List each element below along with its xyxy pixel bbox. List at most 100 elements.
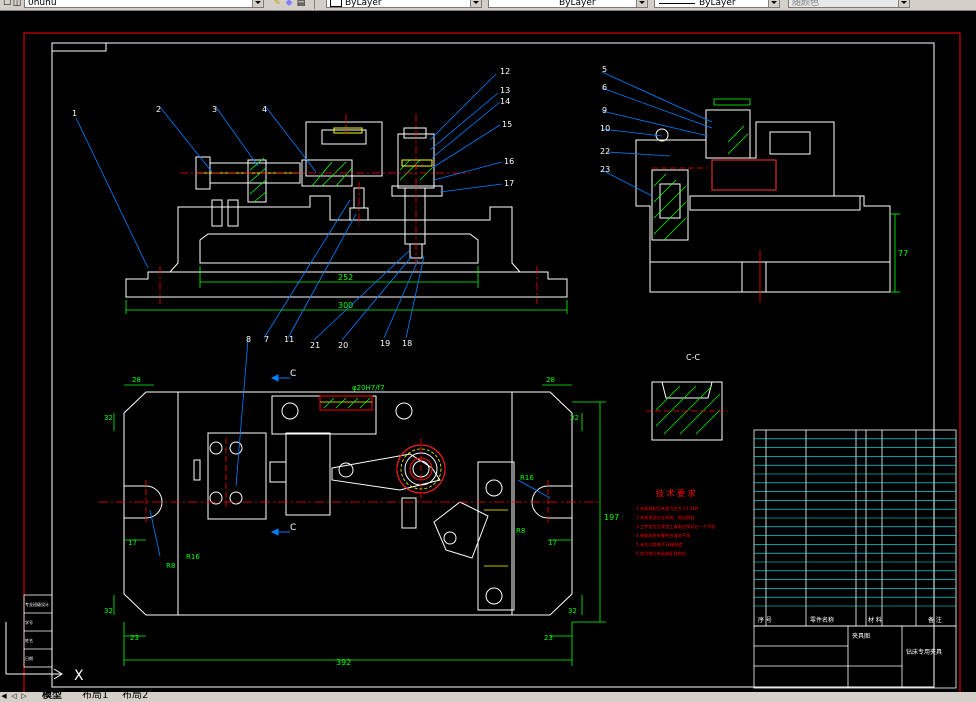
parts-list-rows	[754, 438, 956, 607]
tech-line-6: 6.定位销与夹具体配合良好	[636, 550, 686, 557]
balloon-10: 10	[600, 124, 610, 133]
layer-manager-icon[interactable]: ▤	[296, 0, 306, 8]
plotstyle-dropdown[interactable]: 随颜色	[788, 0, 910, 8]
balloon-21: 21	[310, 341, 320, 350]
tech-line-4: 4.装配前所有零件应清洗干净	[636, 532, 690, 539]
tab-nav-first-icon[interactable]: ◀	[1, 692, 7, 700]
ucs-x-label: X	[74, 668, 84, 684]
balloon-5: 5	[602, 65, 607, 74]
toolbar-separator	[314, 0, 315, 9]
side-red-details	[652, 159, 777, 302]
dim-392: 392	[336, 658, 351, 667]
balloon-6: 6	[602, 83, 607, 92]
plan-hatch	[323, 397, 371, 409]
balloons-side: 5 6 9 10 22 23	[600, 65, 610, 174]
dim-23-left: 23	[130, 634, 139, 642]
title-block-name: 钻床专用夹具	[906, 648, 942, 656]
dim-r16-right: R16	[520, 474, 534, 482]
front-yellow-details	[196, 127, 433, 174]
balloon-1: 1	[72, 109, 77, 118]
side-hatching	[653, 125, 749, 241]
outer-frame	[23, 32, 961, 692]
chevron-down-icon[interactable]	[470, 0, 481, 7]
layer-dropdown[interactable]: 0huhu	[24, 0, 264, 8]
balloon-19: 19	[380, 339, 390, 348]
balloon-22: 22	[600, 147, 610, 156]
front-view	[125, 121, 568, 298]
layer-state-icon[interactable]: ☐	[2, 0, 12, 8]
make-current-icon[interactable]: ◆	[285, 0, 293, 8]
tab-nav-prev-icon[interactable]: ◁	[11, 692, 17, 700]
chevron-down-icon[interactable]	[636, 0, 647, 7]
dim-300: 300	[338, 301, 353, 310]
stamp-row-1: 专业班级设计	[25, 601, 49, 607]
layer-previous-icon[interactable]: ✎	[273, 0, 281, 8]
balloon-18: 18	[402, 339, 412, 348]
balloon-3: 3	[212, 105, 217, 114]
lineweight-sample	[659, 3, 695, 4]
plan-yellow-details	[320, 401, 508, 567]
parts-list-table	[753, 429, 957, 689]
balloon-16: 16	[504, 157, 514, 166]
balloon-23: 23	[600, 165, 610, 174]
balloon-9: 9	[602, 106, 607, 115]
inner-frame	[51, 42, 935, 688]
dim-32-tr: 32	[570, 414, 579, 422]
drawing-canvas[interactable]: 252 300 77 C-C	[0, 10, 976, 692]
dim-23-right: 23	[544, 634, 553, 642]
dim-252: 252	[338, 273, 353, 282]
balloon-13: 13	[500, 86, 510, 95]
leader-lines	[75, 71, 713, 557]
properties-toolbar: ☐ ◫ 0huhu ✎ ◆ ▤ ByLayer ByLayer ByLayer …	[0, 0, 976, 11]
section-cc	[651, 381, 723, 441]
dim-32-bl: 32	[104, 607, 113, 615]
balloon-17: 17	[504, 179, 514, 188]
front-hatching	[249, 157, 433, 203]
balloon-4: 4	[262, 105, 267, 114]
layout-tabbar: ◀ ◁ ▷ 模型 布局1 布局2	[0, 692, 976, 702]
dim-28-left: 28	[132, 376, 141, 384]
linetype-dropdown[interactable]: ByLayer	[488, 0, 648, 8]
balloon-20: 20	[338, 341, 348, 350]
dim-32-br: 32	[568, 607, 577, 615]
section-marker-top: C	[290, 369, 296, 379]
stamp-row-4: 日期	[25, 655, 33, 661]
dim-197: 197	[604, 513, 619, 522]
tech-line-3: 3.工件定位后其加工表面应保证在一个平面	[636, 523, 715, 530]
parts-header-col2: 零件名称	[810, 616, 834, 624]
plan-red-details	[98, 395, 600, 524]
color-dropdown[interactable]: ByLayer	[326, 0, 482, 8]
layer-lock-icon[interactable]: ◫	[12, 0, 22, 8]
color-swatch	[330, 0, 342, 7]
tab-nav-next-icon[interactable]: ▷	[21, 692, 27, 700]
balloons-front: 1 2 3 4 8 7 11 21 20 19 18 12 13 14 15 1…	[72, 67, 514, 350]
dim-77: 77	[898, 249, 908, 258]
ucs-icon	[5, 622, 63, 680]
balloon-8: 8	[246, 335, 251, 344]
section-marker-bottom: C	[290, 523, 296, 533]
section-hatch	[655, 385, 721, 435]
lineweight-dropdown[interactable]: ByLayer	[654, 0, 780, 8]
chevron-down-icon[interactable]	[768, 0, 779, 7]
stamp-row-3: 姓名	[25, 637, 33, 643]
chevron-down-icon[interactable]	[252, 0, 263, 7]
plotstyle-value: 随颜色	[792, 0, 820, 8]
side-dimensions	[713, 98, 900, 293]
plan-view	[123, 391, 573, 616]
title-block-drawing: 夹具图	[852, 632, 870, 640]
tech-line-2: 2.夹具表面应去毛刺、锐边倒钝	[636, 514, 695, 521]
left-stamp-text: 专业班级设计 学号 姓名 日期	[25, 601, 49, 661]
balloon-14: 14	[500, 97, 510, 106]
section-label: C-C	[686, 353, 700, 362]
tech-notes: 1.夹具装配后夹紧力应大于1.5kN 2.夹具表面应去毛刺、锐边倒钝 3.工件定…	[636, 505, 715, 557]
tab-model[interactable]: 模型	[42, 692, 62, 701]
balloon-11: 11	[284, 335, 294, 344]
front-centerlines	[159, 114, 538, 304]
balloon-12: 12	[500, 67, 510, 76]
dim-17-right: 17	[548, 539, 557, 547]
chevron-down-icon[interactable]	[898, 0, 909, 7]
balloon-15: 15	[502, 120, 512, 129]
tab-layout1[interactable]: 布局1	[82, 692, 109, 701]
tab-layout2[interactable]: 布局2	[122, 692, 149, 701]
dim-r16-left: R16	[186, 553, 200, 561]
